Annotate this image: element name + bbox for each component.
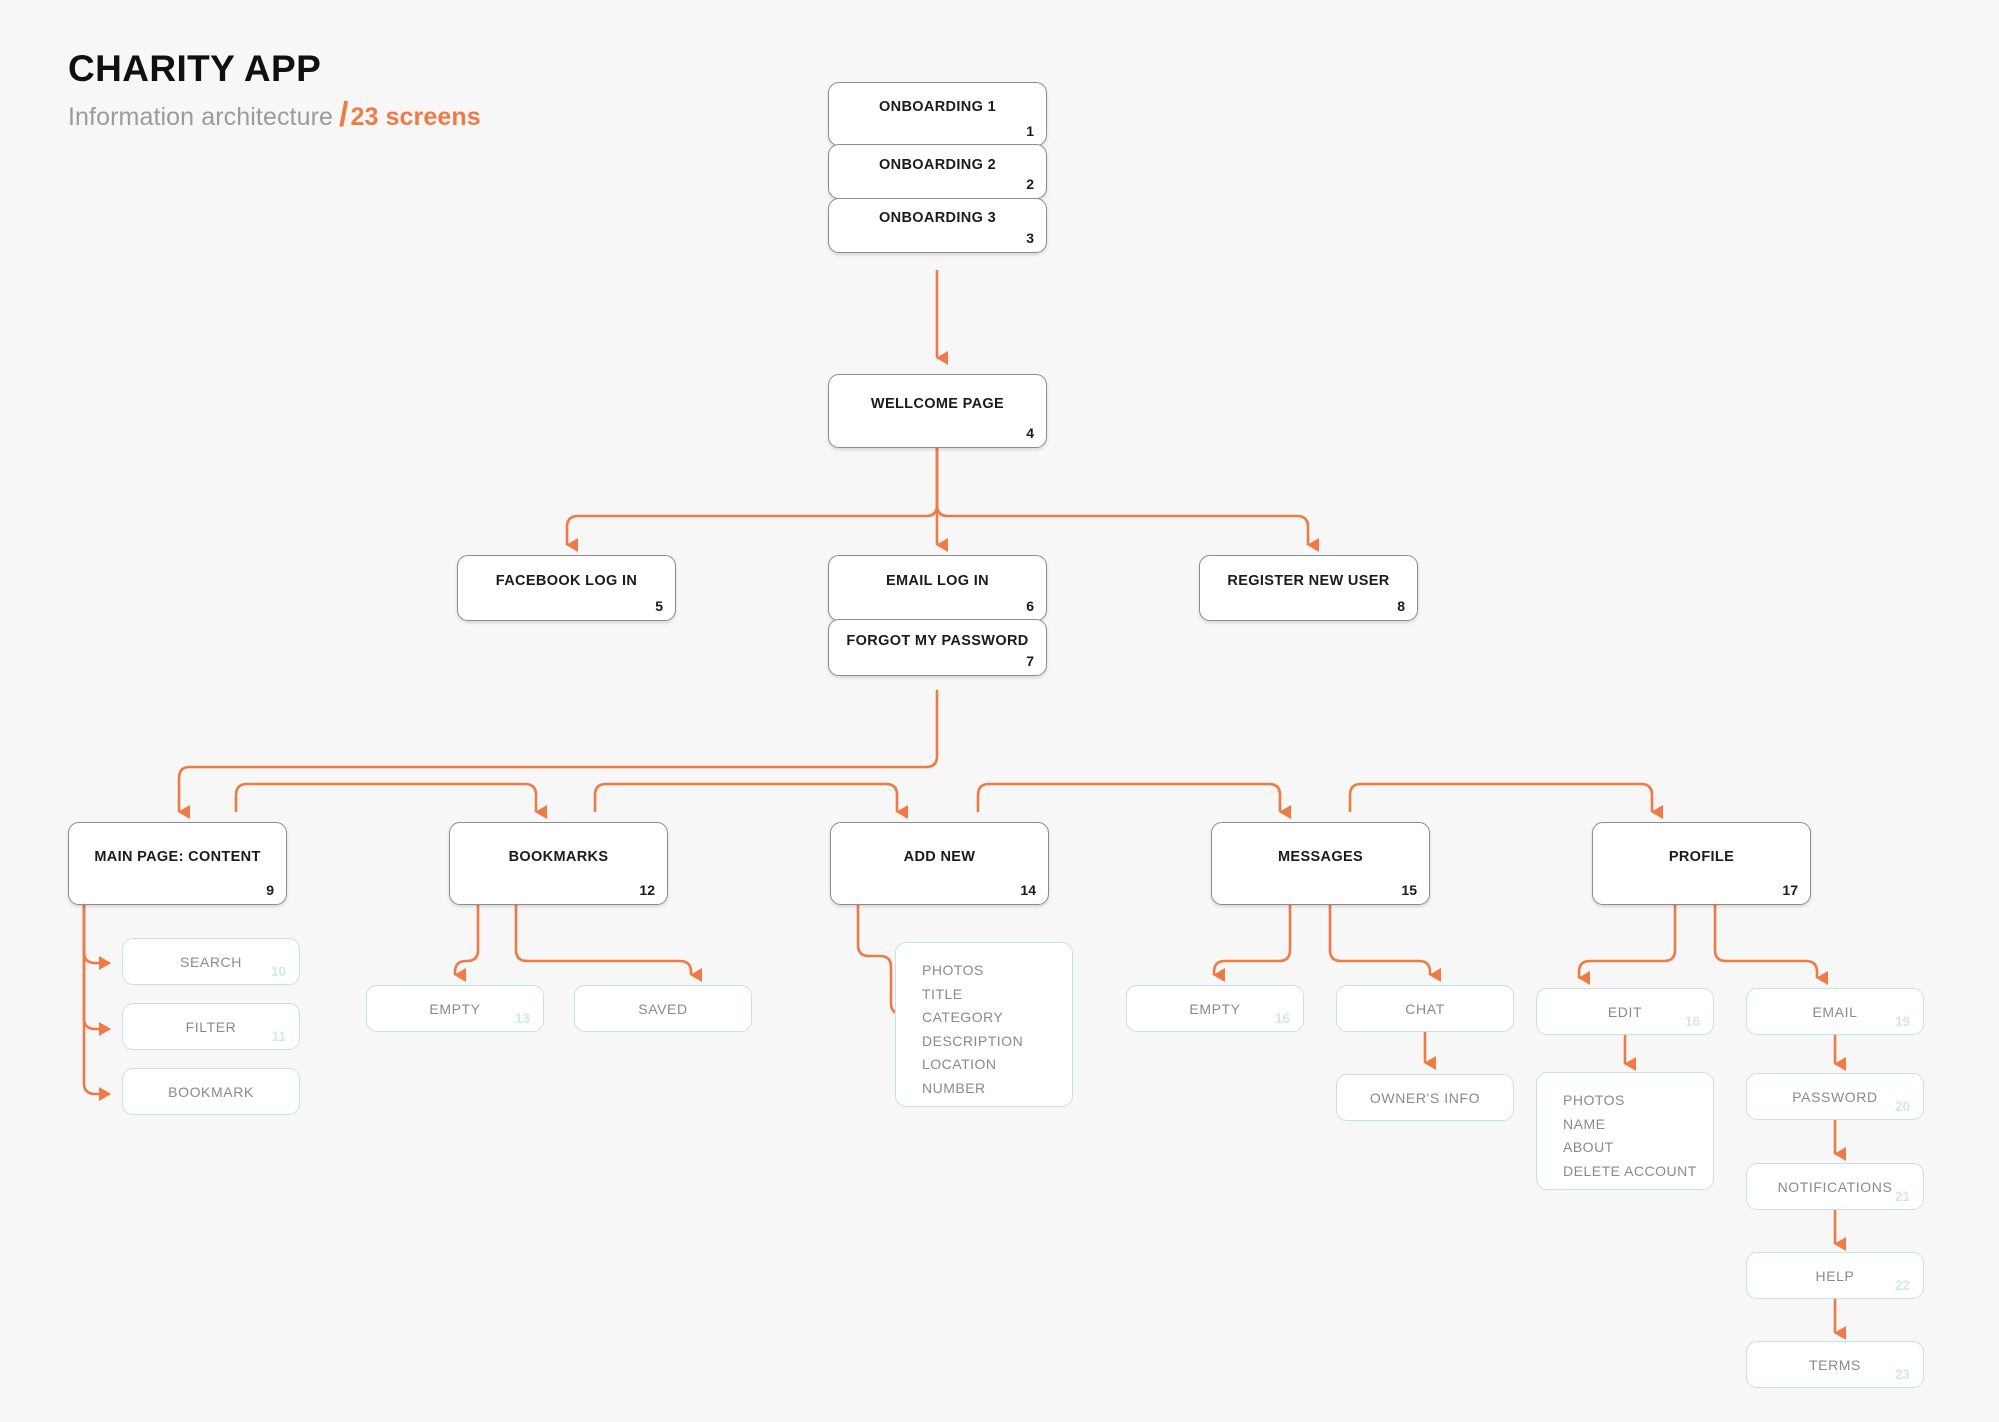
subnode-filter[interactable]: FILTER 11 [122, 1003, 300, 1050]
list-item: PHOTOS [922, 962, 984, 978]
subnode-number: 19 [1894, 1014, 1910, 1029]
node-label: FACEBOOK LOG IN [495, 573, 638, 589]
screen-count: 23 screens [350, 102, 481, 131]
subnode-notifications[interactable]: NOTIFICATIONS 21 [1746, 1163, 1924, 1210]
node-number: 2 [1026, 176, 1034, 193]
node-number: 4 [1026, 425, 1034, 441]
subnode-terms[interactable]: TERMS 23 [1746, 1341, 1924, 1388]
subnode-number: 11 [271, 1029, 286, 1044]
node-main-page-content[interactable]: MAIN PAGE: CONTENT 9 [68, 822, 287, 905]
node-number: 3 [1026, 229, 1034, 246]
subnode-label: EMPTY [1189, 1000, 1241, 1017]
list-item: ABOUT [1563, 1139, 1614, 1155]
node-label: ONBOARDING 3 [879, 210, 996, 227]
node-label: FORGOT MY PASSWORD [846, 632, 1029, 649]
subnode-number: 18 [1684, 1014, 1700, 1029]
subnode-add-new-fields[interactable]: PHOTOS TITLE CATEGORY DESCRIPTION LOCATI… [895, 942, 1073, 1107]
subnode-password[interactable]: PASSWORD 20 [1746, 1073, 1924, 1120]
node-label: ONBOARDING 2 [879, 156, 996, 173]
subnode-bookmark[interactable]: BOOKMARK [122, 1068, 300, 1115]
list-item: TITLE [922, 985, 963, 1002]
subnode-messages-empty[interactable]: EMPTY 16 [1126, 985, 1304, 1032]
email-login-stack: EMAIL LOG IN 6 FORGOT MY PASSWORD 7 [828, 555, 1047, 677]
node-number: 8 [1397, 598, 1405, 614]
subnode-label: FILTER [185, 1018, 237, 1035]
node-wellcome-page[interactable]: WELLCOME PAGE 4 [828, 374, 1047, 448]
node-label: ADD NEW [903, 848, 976, 865]
node-number: 5 [655, 598, 663, 614]
node-onboarding-3[interactable]: ONBOARDING 3 3 [828, 197, 1047, 253]
subnode-bookmarks-saved[interactable]: SAVED [574, 985, 752, 1032]
subnode-label: HELP [1815, 1267, 1855, 1284]
node-label: PROFILE [1668, 848, 1735, 865]
subnode-bookmarks-empty[interactable]: EMPTY 13 [366, 985, 544, 1032]
subnode-chat[interactable]: CHAT [1336, 985, 1514, 1032]
subnode-search[interactable]: SEARCH 10 [122, 938, 300, 985]
subnode-label: SEARCH [180, 953, 242, 970]
list-item: PHOTOS [1563, 1092, 1625, 1108]
node-facebook-login[interactable]: FACEBOOK LOG IN 5 [457, 555, 676, 621]
node-label: MESSAGES [1278, 848, 1363, 865]
page-subtitle: Information architecture [68, 102, 334, 131]
subnode-number: 23 [1894, 1367, 1910, 1382]
subnode-label: TERMS [1809, 1356, 1861, 1373]
node-onboarding-2[interactable]: ONBOARDING 2 2 [828, 144, 1047, 200]
onboarding-stack: ONBOARDING 1 1 ONBOARDING 2 2 ONBOARDING… [828, 82, 1047, 253]
subnode-owners-info[interactable]: OWNER'S INFO [1336, 1074, 1514, 1121]
node-number: 1 [1026, 123, 1034, 139]
node-number: 14 [1020, 882, 1036, 898]
list-item: DESCRIPTION [922, 1032, 1024, 1049]
subnode-label: OWNER'S INFO [1369, 1089, 1481, 1106]
node-forgot-password[interactable]: FORGOT MY PASSWORD 7 [828, 619, 1047, 677]
subnode-label: EDIT [1607, 1003, 1643, 1020]
node-number: 9 [266, 882, 274, 898]
subnode-label: PASSWORD [1792, 1088, 1878, 1105]
node-profile[interactable]: PROFILE 17 [1592, 822, 1811, 905]
subnode-number: 13 [514, 1011, 530, 1026]
list-item: LOCATION [922, 1056, 997, 1072]
list-item: NUMBER [922, 1079, 986, 1096]
subnode-label: EMPTY [429, 1000, 481, 1017]
subnode-label: EMAIL [1812, 1003, 1858, 1020]
subnode-number: 10 [270, 964, 286, 979]
node-label: REGISTER NEW USER [1227, 573, 1390, 589]
page-header: CHARITY APP Information architecture / 2… [68, 48, 481, 134]
subnode-number: 21 [1894, 1189, 1910, 1204]
subnode-email[interactable]: EMAIL 19 [1746, 988, 1924, 1035]
subnode-label: BOOKMARK [168, 1083, 254, 1100]
subnode-edit[interactable]: EDIT 18 [1536, 988, 1714, 1035]
slash-separator: / [339, 96, 349, 134]
subnode-help[interactable]: HELP 22 [1746, 1252, 1924, 1299]
subnode-label: CHAT [1405, 1000, 1445, 1017]
page-title: CHARITY APP [68, 48, 322, 89]
list-item: NAME [1563, 1115, 1606, 1132]
list-item: CATEGORY [922, 1009, 1004, 1025]
node-label: WELLCOME PAGE [870, 396, 1005, 412]
node-email-login[interactable]: EMAIL LOG IN 6 [828, 555, 1047, 621]
node-register-new-user[interactable]: REGISTER NEW USER 8 [1199, 555, 1418, 621]
list-item: DELETE ACCOUNT [1563, 1162, 1697, 1179]
subnode-number: 16 [1274, 1011, 1290, 1026]
node-number: 15 [1401, 882, 1417, 898]
node-label: BOOKMARKS [508, 848, 609, 865]
subnode-label: NOTIFICATIONS [1777, 1178, 1893, 1195]
node-number: 7 [1026, 653, 1034, 670]
node-label: MAIN PAGE: CONTENT [94, 848, 261, 865]
node-number: 12 [639, 882, 655, 898]
node-number: 17 [1782, 882, 1798, 898]
subnode-label: SAVED [638, 1000, 688, 1017]
subnode-number: 20 [1894, 1099, 1910, 1114]
subnode-edit-fields[interactable]: PHOTOS NAME ABOUT DELETE ACCOUNT [1536, 1072, 1714, 1190]
node-label: ONBOARDING 1 [879, 99, 996, 115]
node-bookmarks[interactable]: BOOKMARKS 12 [449, 822, 668, 905]
node-number: 6 [1026, 598, 1034, 614]
node-label: EMAIL LOG IN [885, 573, 990, 589]
node-messages[interactable]: MESSAGES 15 [1211, 822, 1430, 905]
node-onboarding-1[interactable]: ONBOARDING 1 1 [828, 82, 1047, 146]
subnode-number: 22 [1894, 1278, 1910, 1293]
node-add-new[interactable]: ADD NEW 14 [830, 822, 1049, 905]
